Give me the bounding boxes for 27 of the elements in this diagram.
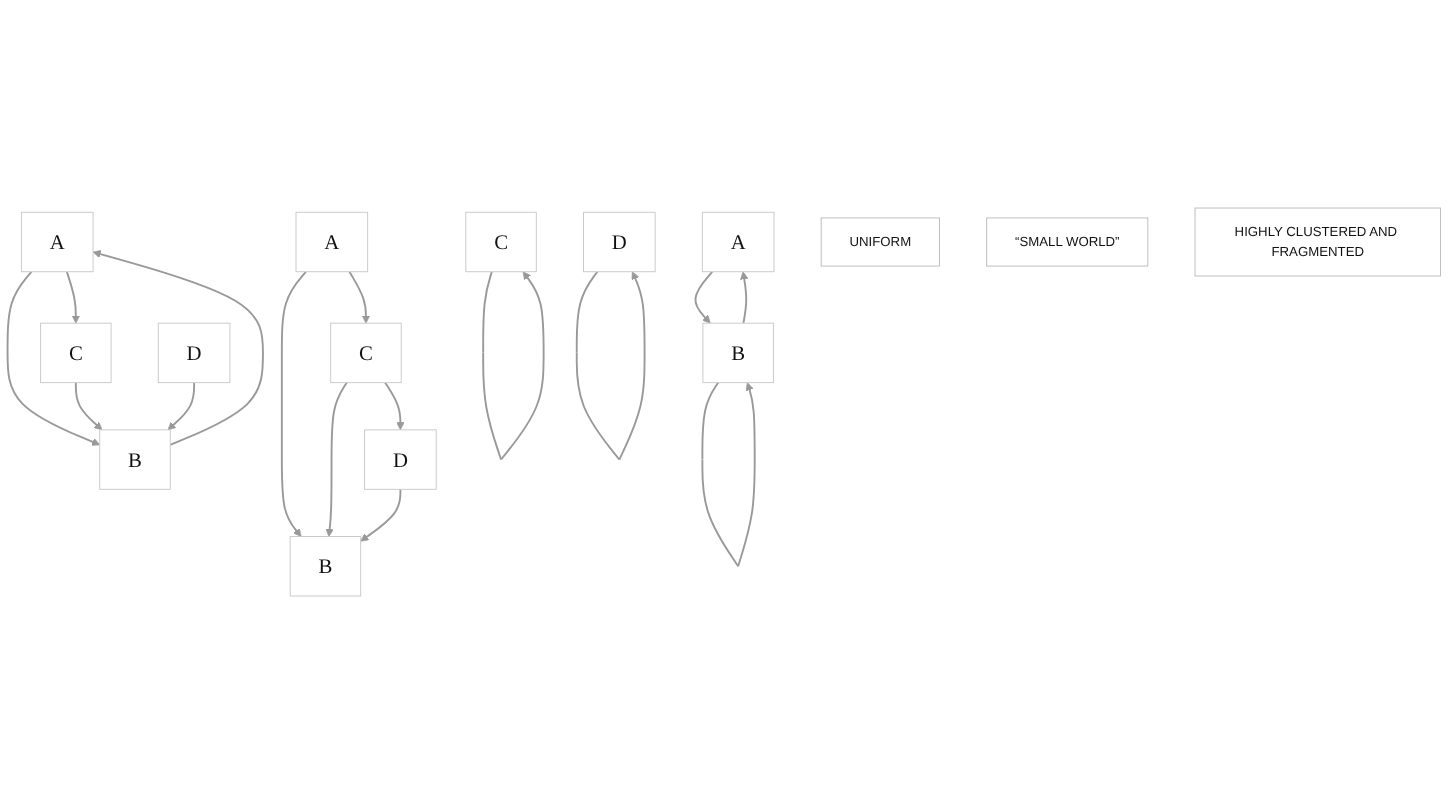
node-box: C [465,211,537,273]
arrow [92,250,264,446]
node-box: B [99,429,171,490]
node-box: C [40,322,112,384]
node-box: D [364,429,437,490]
arrow [65,270,80,324]
node-box: C [330,322,402,384]
arrow [325,381,348,537]
node-box: B [289,536,362,597]
node-box: B [702,322,774,384]
node-box: D [583,211,656,273]
arrow [74,381,103,431]
arrow [384,381,405,431]
arrow [482,270,545,461]
arrow [360,488,402,542]
arrow [740,271,749,325]
arrow [694,270,714,324]
arrow [280,270,307,537]
arrow [6,270,101,446]
node-box: A [701,211,775,273]
arrow [348,270,371,324]
arrow [701,381,756,568]
arrow [167,381,196,431]
arrow [575,270,646,461]
node-box: D [157,322,231,384]
node-box: A [295,211,369,273]
node-box: A [20,211,94,273]
